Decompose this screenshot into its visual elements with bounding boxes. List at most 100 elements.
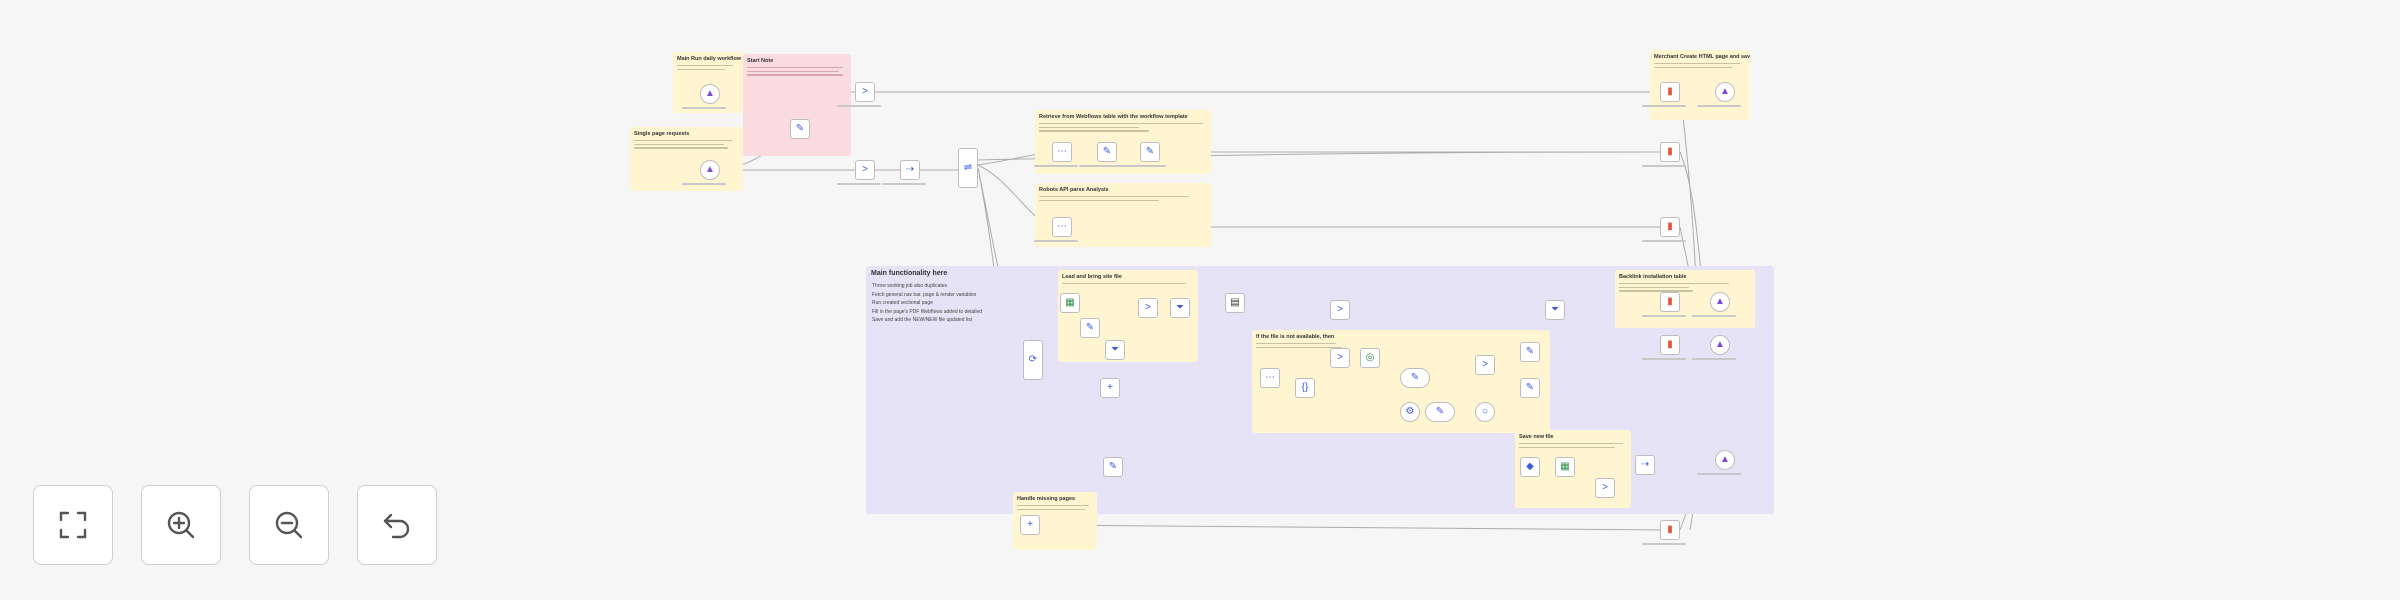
sticky-title: Single page requests: [634, 131, 690, 137]
success-html-node[interactable]: ▮: [1642, 292, 1686, 317]
webflow-set-node[interactable]: ✎: [1122, 142, 1166, 167]
pencil-icon: ✎: [1525, 346, 1535, 357]
final-branch-node[interactable]: >: [1595, 478, 1615, 498]
edit-list-node[interactable]: ✎: [1080, 318, 1100, 338]
respond-icon: ▲: [1715, 339, 1725, 350]
plus-icon: +: [1107, 382, 1113, 393]
branch-icon: >: [1337, 352, 1343, 363]
branch-icon: >: [1482, 359, 1488, 370]
error-respond-node[interactable]: ▲: [1697, 82, 1741, 107]
html-four-node[interactable]: ▮: [1642, 335, 1686, 360]
code-icon: ⋯: [1057, 221, 1067, 232]
check-node[interactable]: >: [1138, 298, 1158, 318]
switch-node[interactable]: ⇌: [958, 148, 978, 188]
agent-node[interactable]: ✎: [1400, 368, 1430, 388]
respond-icon: ▲: [1720, 454, 1730, 465]
pencil-icon: ✎: [795, 123, 805, 134]
loop-node[interactable]: ⟳: [1023, 340, 1043, 380]
html-two-node[interactable]: ▮: [1642, 142, 1686, 167]
if-result-node[interactable]: >: [1475, 355, 1495, 375]
sticky-bullet: Fill in the page's PDF Webflows added to…: [872, 308, 983, 315]
webflow-edit-node[interactable]: ✎: [1079, 142, 1123, 167]
pencil-icon: ✎: [1085, 322, 1095, 333]
sticky-title: Backlink installation table: [1619, 274, 1687, 280]
sticky-title: Merchant Create HTML page and save detai…: [1654, 54, 1750, 60]
add-item-node[interactable]: +: [1100, 378, 1120, 398]
error-html-node[interactable]: ▮: [1642, 82, 1686, 107]
filter-icon: ⏷: [1176, 302, 1184, 313]
respond-five-node[interactable]: ▲: [1697, 450, 1741, 475]
arrow-icon: ⇢: [905, 164, 915, 175]
fit-view-button[interactable]: [33, 485, 113, 565]
success-sticky[interactable]: Backlink installation table: [1615, 270, 1755, 328]
final-merge-node[interactable]: ⇢: [1635, 455, 1655, 475]
braces-icon: {}: [1301, 382, 1309, 393]
memory-node[interactable]: ⚙: [1400, 402, 1420, 422]
success-respond-node[interactable]: ▲: [1692, 292, 1736, 317]
sticky-bullet: Throw working job also duplicates: [872, 283, 948, 290]
html-missing-node[interactable]: ▮: [1642, 520, 1686, 545]
filter-result-node[interactable]: ⏷: [1545, 300, 1565, 320]
branch-icon: >: [1602, 482, 1608, 493]
if-run-node[interactable]: >: [837, 82, 881, 107]
sheets-read-node[interactable]: ▦: [1060, 293, 1080, 313]
note-pink-sticky[interactable]: Start Note: [743, 54, 851, 156]
pencil-icon: ✎: [1525, 382, 1535, 393]
pencil-icon: ✎: [1145, 146, 1155, 157]
drive-node[interactable]: ◆: [1520, 457, 1540, 477]
filter-icon: ⏷: [1551, 304, 1559, 315]
html-icon: ▮: [1667, 86, 1673, 97]
switch-icon: ⇌: [963, 162, 973, 173]
robots-node[interactable]: ⋯: [1034, 217, 1078, 242]
sticky-title: Start Note: [747, 58, 774, 64]
doc-node[interactable]: ▤: [1225, 293, 1245, 313]
pencil-icon: ✎: [1108, 461, 1118, 472]
code-icon: ⋯: [1057, 146, 1067, 157]
branch-c-node[interactable]: >: [1330, 348, 1350, 368]
document-icon: ▤: [1230, 297, 1240, 308]
reset-button[interactable]: [357, 485, 437, 565]
html-icon: ▮: [1667, 221, 1673, 232]
missing-page-node[interactable]: +: [1020, 515, 1040, 535]
model-node[interactable]: ○: [1475, 402, 1495, 422]
ai-icon: ◎: [1365, 352, 1375, 363]
plus-icon: +: [1027, 519, 1033, 530]
branch-icon: >: [1145, 302, 1151, 313]
set-variables-node[interactable]: ✎: [790, 119, 810, 139]
sheets-icon: ▦: [1065, 297, 1075, 308]
html-three-node[interactable]: ▮: [1642, 217, 1686, 242]
respond-icon: ▲: [1720, 86, 1730, 97]
merge-node[interactable]: ⇢: [882, 160, 926, 185]
sheets-write-node[interactable]: ▦: [1555, 457, 1575, 477]
webflow-read-sticky[interactable]: Robots API parse Analysis: [1035, 183, 1211, 247]
zoom-out-button[interactable]: [249, 485, 329, 565]
webflow-get-node[interactable]: ⋯: [1034, 142, 1078, 167]
agent-two-node[interactable]: ✎: [1425, 402, 1455, 422]
sticky-title: Retrieve from Webflows table with the wo…: [1039, 114, 1188, 120]
zoom-out-icon: [275, 511, 303, 539]
filter-two-node[interactable]: ⏷: [1170, 298, 1190, 318]
html-icon: ▮: [1667, 146, 1673, 157]
if-single-node[interactable]: >: [837, 160, 881, 185]
html-icon: ▮: [1667, 296, 1673, 307]
sheets-icon: ▦: [1560, 461, 1570, 472]
drive-icon: ◆: [1526, 461, 1534, 472]
set-result-two-node[interactable]: ✎: [1520, 378, 1540, 398]
agent-icon: ✎: [1435, 406, 1445, 417]
code-a-node[interactable]: ⋯: [1260, 368, 1280, 388]
code-b-node[interactable]: {}: [1295, 378, 1315, 398]
ai-node[interactable]: ◎: [1360, 348, 1380, 368]
sticky-bullet: Fetch general nav bar. page & render var…: [872, 291, 977, 298]
zoom-in-icon: [167, 511, 195, 539]
set-result-node[interactable]: ✎: [1520, 342, 1540, 362]
respond-four-node[interactable]: ▲: [1692, 335, 1736, 360]
filter-node[interactable]: ⏷: [1105, 340, 1125, 360]
schedule-trigger-node[interactable]: ▲: [682, 84, 726, 109]
agent-icon: ✎: [1410, 372, 1420, 383]
webhook-trigger-node[interactable]: ▲: [682, 160, 726, 185]
http-main-node[interactable]: >: [1330, 300, 1350, 320]
zoom-in-button[interactable]: [141, 485, 221, 565]
single-page-sticky[interactable]: Single page requests: [630, 127, 743, 191]
http-missing-node[interactable]: ✎: [1103, 457, 1123, 477]
